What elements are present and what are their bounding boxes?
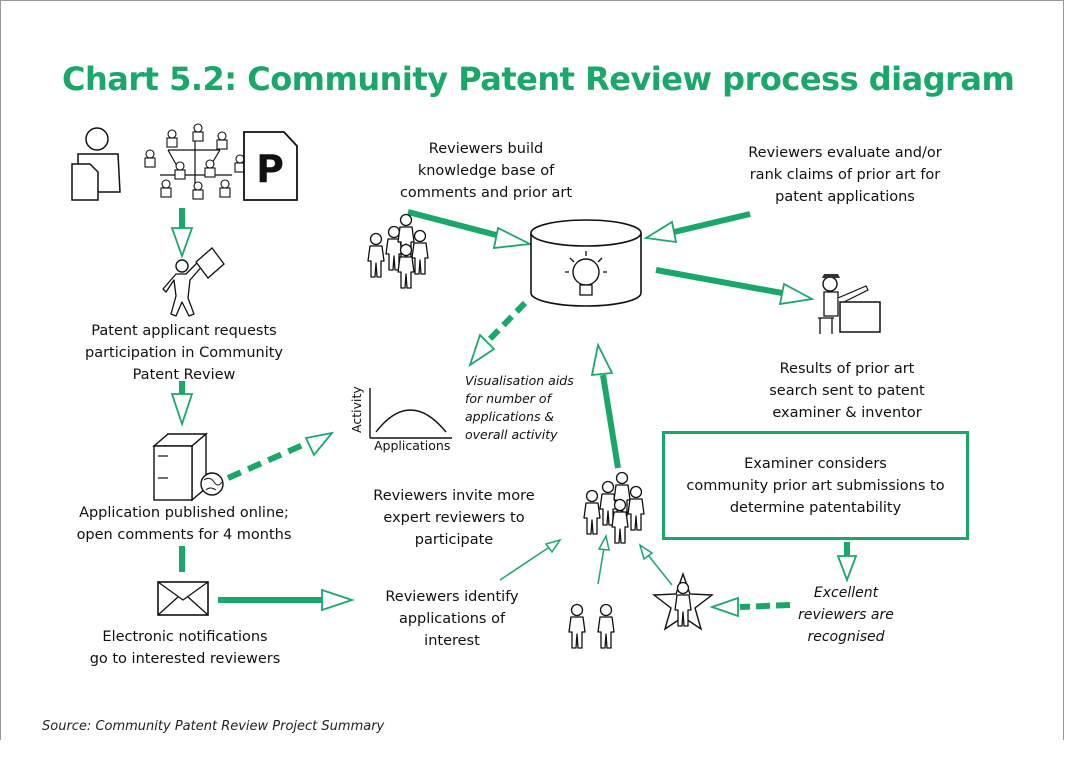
figure-frame	[0, 0, 1064, 740]
patent-badge: P	[256, 147, 284, 191]
source-note: Source: Community Patent Review Project …	[42, 719, 385, 734]
label-notifications: Electronic notifications go to intereste…	[89, 629, 281, 667]
database-lightbulb-icon	[530, 219, 642, 307]
label-visualisation: Visualisation aids for number of applica…	[465, 373, 574, 442]
mini-chart-ylabel: Activity	[349, 386, 364, 433]
flow-arrows	[170, 208, 858, 618]
reviewer-group-icon	[367, 213, 429, 289]
label-invite-experts: Reviewers invite more expert reviewers t…	[373, 488, 535, 548]
label-knowledge-base: Reviewers build knowledge base of commen…	[399, 141, 573, 201]
star-reviewer-icon	[652, 571, 714, 631]
examiner-desk-icon	[818, 274, 881, 334]
activity-mini-chart: Activity	[349, 386, 452, 439]
chart-title: Chart 5.2: Community Patent Review proce…	[62, 60, 1015, 98]
label-recognised: Excellent reviewers are recognised	[798, 585, 894, 645]
label-evaluate-rank: Reviewers evaluate and/or rank claims of…	[748, 145, 942, 205]
reviewer-group-icon	[583, 471, 645, 544]
label-examiner-considers: Examiner considers community prior art s…	[686, 456, 945, 516]
person-with-flag-icon	[162, 247, 225, 317]
document-network-icon: P	[71, 123, 298, 201]
examiner-box	[662, 431, 969, 540]
reviewer-pair-icon	[568, 603, 615, 649]
server-globe-icon	[152, 432, 224, 502]
label-applicant-request: Patent applicant requests participation …	[85, 323, 283, 383]
mini-chart-xlabel: Applications	[374, 438, 451, 453]
label-results-sent: Results of prior art search sent to pate…	[769, 361, 925, 421]
label-published-online: Application published online; open comme…	[76, 505, 292, 543]
label-identify-applications: Reviewers identify applications of inter…	[385, 589, 519, 649]
envelope-icon	[157, 581, 209, 616]
